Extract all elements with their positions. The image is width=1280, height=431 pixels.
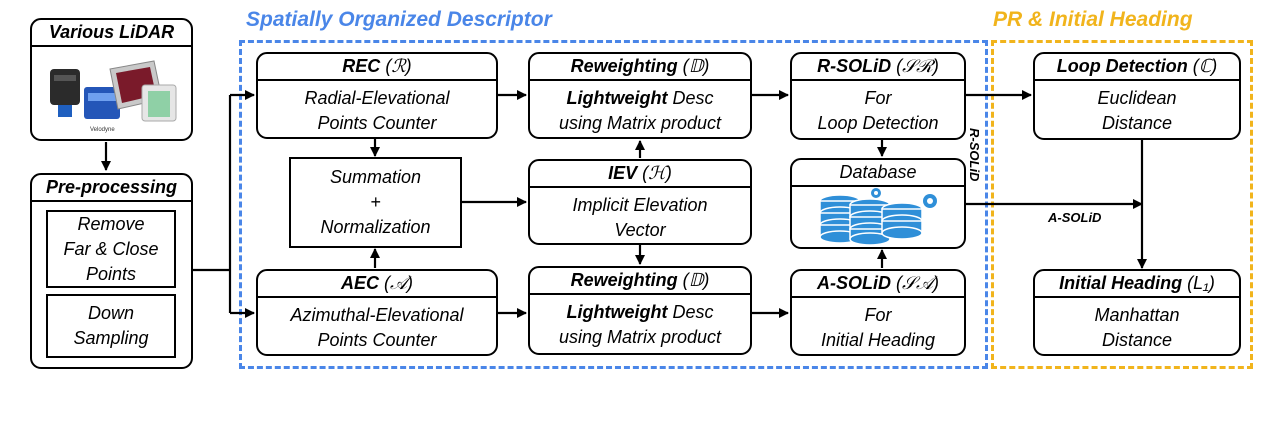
reweighting-top-line2: using Matrix product bbox=[558, 113, 722, 133]
r-solid-title: R-SOLiD bbox=[817, 56, 892, 76]
a-solid-symbol: (𝒮𝒜) bbox=[896, 273, 939, 293]
reweighting-bottom-box: Reweighting (𝔻) Lightweight Desc using M… bbox=[528, 266, 752, 355]
iev-symbol: (ℋ) bbox=[642, 163, 672, 183]
svg-text:Velodyne: Velodyne bbox=[90, 127, 115, 133]
database-icon bbox=[819, 188, 937, 246]
r-solid-body: For Loop Detection bbox=[817, 88, 939, 133]
reweighting-bottom-bold: Lightweight bbox=[566, 302, 668, 322]
initial-heading-title: Initial Heading bbox=[1059, 273, 1183, 293]
aec-box: AEC (𝒜) Azimuthal-Elevational Points Cou… bbox=[256, 269, 498, 356]
database-box: Database bbox=[790, 158, 966, 249]
loop-detection-box: Loop Detection (ℂ) Euclidean Distance bbox=[1033, 52, 1241, 140]
a-solid-title: A-SOLiD bbox=[817, 273, 892, 293]
remove-far-close-points-step: Remove Far & Close Points bbox=[46, 210, 176, 288]
reweighting-bottom-rest: Desc bbox=[667, 302, 714, 322]
rec-title: REC bbox=[342, 56, 381, 76]
iev-title: IEV bbox=[608, 163, 638, 183]
initial-heading-box: Initial Heading (L₁) Manhattan Distance bbox=[1033, 269, 1241, 356]
aec-title: AEC bbox=[340, 273, 379, 293]
summation-normalization-box: Summation + Normalization bbox=[289, 157, 462, 248]
reweighting-top-box: Reweighting (𝔻) Lightweight Desc using M… bbox=[528, 52, 752, 139]
plus-label: + bbox=[370, 192, 381, 212]
various-lidar-box: Various LiDAR Velodyne bbox=[30, 18, 193, 141]
initial-heading-symbol: (L₁) bbox=[1187, 273, 1215, 293]
lidar-title: Various LiDAR bbox=[32, 20, 191, 47]
lidar-sensors-image: Velodyne bbox=[50, 60, 177, 133]
rec-body: Radial-Elevational Points Counter bbox=[304, 88, 450, 133]
reweighting-top-symbol: (𝔻) bbox=[682, 56, 710, 76]
rec-symbol: (ℛ) bbox=[385, 56, 412, 76]
a-solid-body: For Initial Heading bbox=[820, 305, 936, 350]
reweighting-top-bold: Lightweight bbox=[566, 88, 668, 108]
a-solid-edge-label: A-SOLiD bbox=[1048, 210, 1102, 225]
summation-label: Summation bbox=[329, 167, 422, 187]
iev-body: Implicit Elevation Vector bbox=[572, 195, 708, 240]
reweighting-bottom-symbol: (𝔻) bbox=[682, 270, 710, 290]
reweighting-bottom-title: Reweighting bbox=[570, 270, 678, 290]
loop-detection-symbol: (ℂ) bbox=[1192, 56, 1218, 76]
pr-region-title: PR & Initial Heading bbox=[993, 8, 1193, 31]
sod-region-title: Spatially Organized Descriptor bbox=[246, 8, 552, 31]
iev-box: IEV (ℋ) Implicit Elevation Vector bbox=[528, 159, 752, 245]
aec-body: Azimuthal-Elevational Points Counter bbox=[290, 305, 464, 350]
loop-detection-title: Loop Detection bbox=[1056, 56, 1188, 76]
r-solid-edge-label: R-SOLiD bbox=[967, 128, 982, 182]
rec-box: REC (ℛ) Radial-Elevational Points Counte… bbox=[256, 52, 498, 139]
loop-detection-body: Euclidean Distance bbox=[1097, 88, 1177, 133]
normalization-label: Normalization bbox=[320, 217, 431, 237]
down-sampling-step: Down Sampling bbox=[46, 294, 176, 358]
reweighting-bottom-line2: using Matrix product bbox=[558, 327, 722, 347]
reweighting-top-rest: Desc bbox=[667, 88, 714, 108]
reweighting-top-title: Reweighting bbox=[570, 56, 678, 76]
r-solid-box: R-SOLiD (𝒮ℛ) For Loop Detection bbox=[790, 52, 966, 140]
r-solid-symbol: (𝒮ℛ) bbox=[896, 56, 939, 76]
database-title: Database bbox=[792, 160, 964, 187]
aec-symbol: (𝒜) bbox=[384, 273, 414, 293]
initial-heading-body: Manhattan Distance bbox=[1094, 305, 1180, 350]
a-solid-box: A-SOLiD (𝒮𝒜) For Initial Heading bbox=[790, 269, 966, 356]
pre-processing-title: Pre-processing bbox=[32, 175, 191, 202]
